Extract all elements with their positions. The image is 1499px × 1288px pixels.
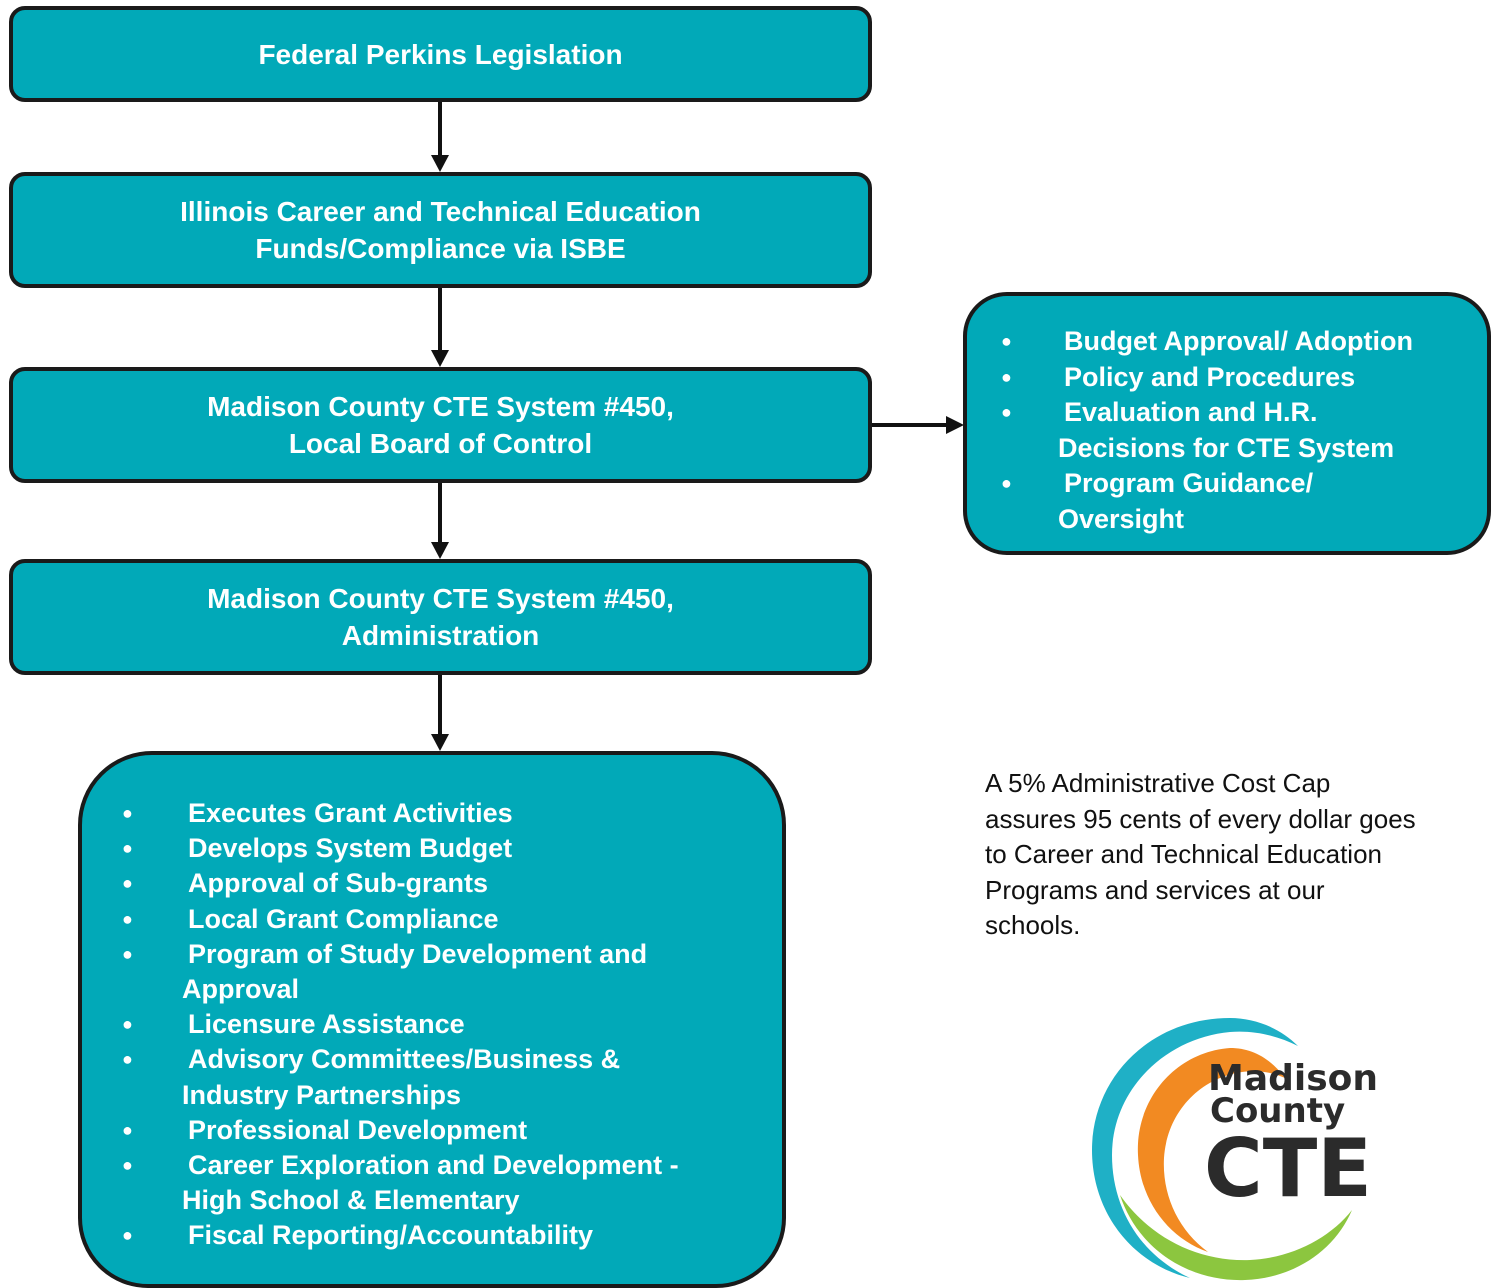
arrowhead-1 — [431, 155, 449, 172]
bullet-icon: ● — [122, 873, 133, 894]
note-line: A 5% Administrative Cost Cap — [985, 768, 1331, 798]
list-item-text: Program Guidance/ — [1064, 468, 1314, 498]
arrowhead-4 — [431, 734, 449, 751]
bullet-icon: ● — [122, 1014, 133, 1035]
admin-duties-list: ● Executes Grant Activities ● Develops Sys… — [122, 796, 679, 1254]
list-item-text: Local Grant Compliance — [188, 903, 499, 934]
madison-county-cte-logo: Madison County CTE — [1092, 1018, 1378, 1281]
list-item-text: Fiscal Reporting/Accountability — [188, 1220, 594, 1251]
logo-text-county: County — [1210, 1091, 1345, 1131]
list-item-text: Career Exploration and Development - — [188, 1150, 679, 1181]
list-item: ● Budget Approval/ Adoption — [1001, 324, 1413, 360]
bullet-icon: ● — [1001, 402, 1012, 422]
list-item-text-cont: Oversight — [1058, 503, 1185, 534]
illinois-label-line1: Illinois Career and Technical Education — [180, 196, 701, 227]
list-item-text: Executes Grant Activities — [188, 798, 513, 828]
bullet-icon: ● — [122, 943, 133, 964]
list-item-text: Evaluation and H.R. — [1064, 397, 1318, 427]
list-item: ● Fiscal Reporting/Accountability — [122, 1218, 679, 1253]
bullet-icon: ● — [122, 1119, 133, 1140]
bullet-icon: ● — [122, 803, 133, 823]
bullet-icon: ● — [122, 838, 133, 859]
bullet-icon: ● — [122, 1155, 133, 1176]
list-item-text: Develops System Budget — [188, 833, 513, 864]
admin-label-line2: Administration — [341, 620, 540, 651]
perkins-label: Federal Perkins Legislation — [258, 38, 623, 70]
admin-duties-box: ● Executes Grant Activities ● Develops Sys… — [78, 751, 786, 1288]
list-item: ● Program Guidance/Oversight — [1001, 466, 1413, 537]
list-item: ● Approval of Sub-grants — [122, 866, 679, 901]
bullet-icon: ● — [1001, 331, 1012, 351]
list-item-text: Advisory Committees/Business & — [188, 1044, 621, 1075]
list-item-text-cont: Approval — [182, 974, 300, 1005]
note-line: schools. — [985, 910, 1081, 940]
list-item: ● Advisory Committees/Business & Industry … — [122, 1042, 679, 1112]
list-item-text: Licensure Assistance — [188, 1009, 465, 1040]
illinois-box: Illinois Career and Technical Education … — [9, 172, 872, 288]
board-duties-list: ● Budget Approval/ Adoption ● Policy and P… — [1001, 324, 1413, 537]
board-label-line1: Madison County CTE System #450, — [207, 391, 674, 422]
board-label-line2: Local Board of Control — [288, 428, 593, 459]
bullet-icon: ● — [122, 1225, 133, 1246]
list-item-text-cont: Decisions for CTE System — [1058, 432, 1395, 463]
admin-label-line1: Madison County CTE System #450, — [207, 583, 674, 614]
list-item-text-cont: High School & Elementary — [182, 1185, 520, 1216]
list-item-text: Budget Approval/ Adoption — [1064, 326, 1413, 356]
board-duties-box: ● Budget Approval/ Adoption ● Policy and P… — [963, 292, 1491, 555]
list-item: ● Local Grant Compliance — [122, 902, 679, 937]
note-line: assures 95 cents of every dollar goes — [985, 803, 1416, 834]
list-item: ● Develops System Budget — [122, 831, 679, 866]
logo-orange-arc — [1137, 1048, 1285, 1252]
list-item-text: Program of Study Development and — [188, 938, 648, 969]
list-item-text: Approval of Sub-grants — [188, 868, 489, 899]
logo-text-cte: CTE — [1204, 1122, 1372, 1215]
list-item: ● Career Exploration and Development - Hig… — [122, 1148, 679, 1218]
board-box: Madison County CTE System #450, Local Bo… — [9, 367, 872, 483]
arrowhead-5 — [946, 416, 964, 434]
list-item-text-cont: Industry Partnerships — [182, 1079, 462, 1110]
note-line: Programs and services at our — [985, 874, 1325, 905]
list-item: ● Executes Grant Activities — [122, 796, 679, 831]
logo-green-arc — [1120, 1195, 1352, 1281]
list-item-text: Professional Development — [188, 1114, 528, 1145]
bullet-icon: ● — [122, 1049, 133, 1070]
arrowhead-2 — [431, 350, 449, 367]
bullet-icon: ● — [1001, 366, 1012, 387]
bullet-icon: ● — [1001, 473, 1012, 493]
cost-cap-note: A 5% Administrative Cost Cap assures 95 … — [985, 766, 1485, 944]
list-item: ● Licensure Assistance — [122, 1007, 679, 1042]
arrowhead-3 — [431, 542, 449, 559]
perkins-box: Federal Perkins Legislation — [9, 6, 872, 102]
illinois-label-line2: Funds/Compliance via ISBE — [255, 233, 626, 264]
logo-text-madison: Madison — [1208, 1058, 1378, 1099]
list-item: ● Policy and Procedures — [1001, 360, 1413, 396]
bullet-icon: ● — [122, 908, 133, 929]
list-item: ● Evaluation and H.R. Decisions for CTE Sy… — [1001, 395, 1413, 466]
list-item: ● Professional Development — [122, 1113, 679, 1148]
admin-box: Madison County CTE System #450, Administ… — [9, 559, 872, 675]
list-item-text: Policy and Procedures — [1064, 361, 1356, 392]
note-line: to Career and Technical Education — [985, 839, 1382, 869]
